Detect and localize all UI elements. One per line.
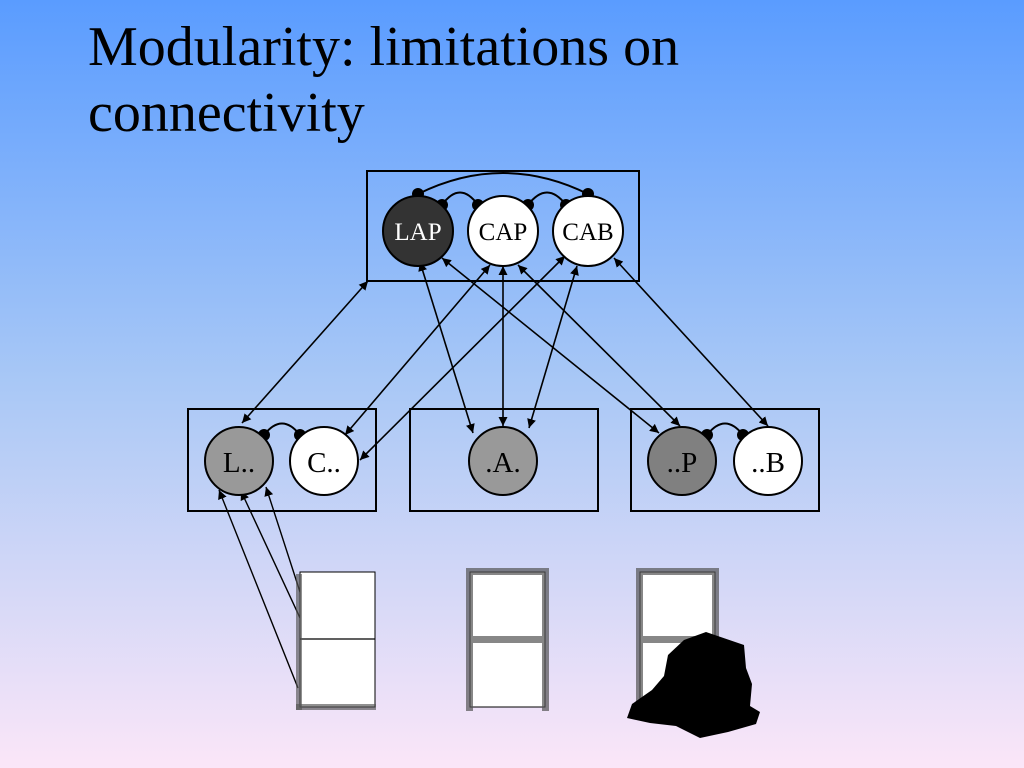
ink-blob-occluder [627, 632, 760, 738]
segment-display-middle [466, 568, 549, 711]
title-line-2: connectivity [88, 82, 365, 144]
title-line-1: Modularity: limitations on [88, 16, 680, 78]
node-cap-label: CAP [479, 219, 528, 246]
node-a-label: .A. [485, 447, 520, 479]
node-c: C.. [289, 426, 359, 496]
node-l-label: L.. [223, 447, 255, 479]
segment-display-left [296, 571, 376, 710]
node-c-label: C.. [307, 447, 341, 479]
slide-title: Modularity: limitations on connectivity [88, 14, 888, 146]
node-lap: LAP [382, 195, 454, 267]
inter-module-connections [241, 255, 769, 461]
node-p: ..P [647, 426, 717, 496]
segment-display-right [627, 568, 760, 738]
node-l: L.. [204, 426, 274, 496]
node-p-label: ..P [667, 447, 698, 479]
node-b: ..B [733, 426, 803, 496]
node-a: .A. [468, 426, 538, 496]
node-cab: CAB [552, 195, 624, 267]
node-cab-label: CAB [562, 219, 613, 246]
node-b-label: ..B [751, 447, 785, 479]
node-cap: CAP [467, 195, 539, 267]
node-lap-label: LAP [394, 219, 441, 246]
